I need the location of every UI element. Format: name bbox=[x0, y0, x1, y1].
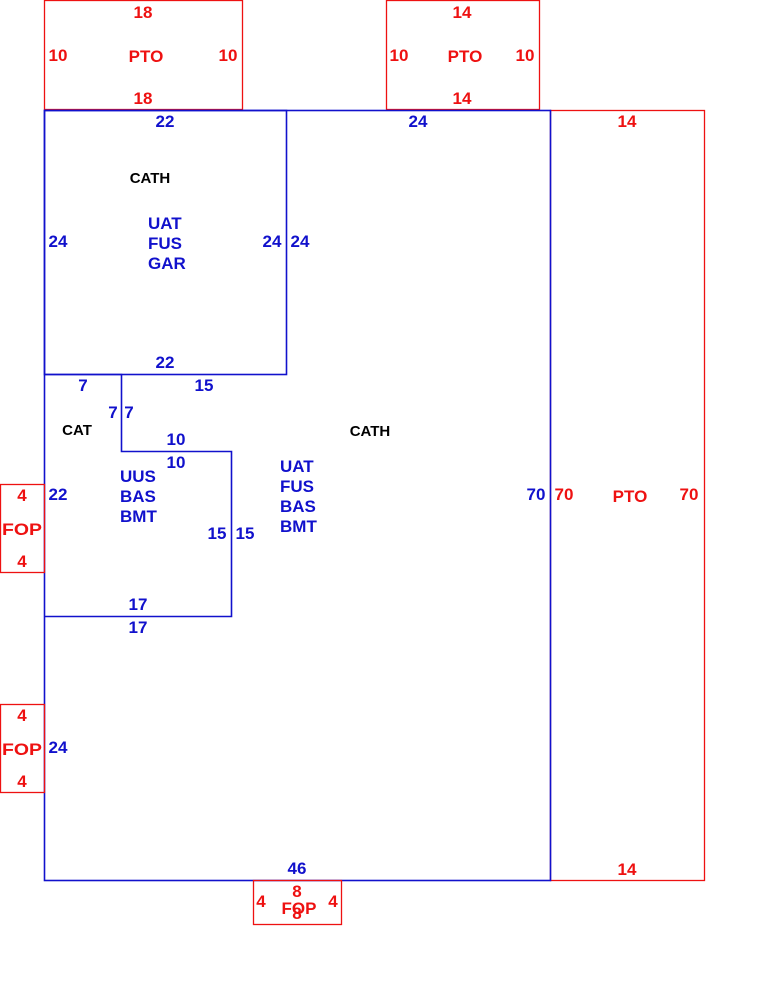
basement-outline bbox=[44, 373, 233, 618]
main-left-lower-dim: 24 bbox=[49, 738, 68, 757]
main-notch-right-dim: 15 bbox=[236, 524, 255, 543]
basement-top-dim: 7 bbox=[78, 376, 87, 395]
porch-front-left-dim: 4 bbox=[256, 892, 266, 911]
main-garage-side-dim: 24 bbox=[291, 232, 310, 251]
patio-top-left: 18 10 PTO 10 18 bbox=[43, 0, 244, 111]
patio-top-right-top-dim: 14 bbox=[453, 3, 472, 22]
patio-top-left-right-dim: 10 bbox=[219, 46, 238, 65]
porch-front: 8 4 FOP 4 8 bbox=[252, 879, 343, 926]
main-notch-bottom-dim: 17 bbox=[129, 618, 148, 637]
main-code-1: UAT bbox=[280, 457, 314, 476]
basement-right-upper-dim: 7 bbox=[108, 403, 117, 422]
porch-lower-bottom-dim: 4 bbox=[17, 772, 27, 791]
main-code-2: FUS bbox=[280, 477, 314, 496]
porch-front-top-dim: 8 bbox=[292, 882, 301, 901]
patio-east-top-dim: 14 bbox=[618, 112, 637, 131]
porch-lower: 4 FOP 4 bbox=[0, 703, 46, 794]
main-caption: CATH bbox=[350, 423, 391, 440]
patio-top-right-label: PTO bbox=[448, 47, 483, 66]
basement-code-2: BAS bbox=[120, 487, 156, 506]
patio-east-right-dim: 70 bbox=[680, 485, 699, 504]
garage-outline bbox=[43, 109, 288, 376]
porch-upper: 4 FOP 4 bbox=[0, 483, 46, 574]
garage-code-1: UAT bbox=[148, 214, 182, 233]
garage-right-dim: 24 bbox=[263, 232, 282, 251]
garage: 22 CATH UAT FUS GAR 24 24 24 22 bbox=[43, 109, 310, 376]
patio-top-right-outline bbox=[385, 0, 541, 111]
garage-bottom-dim: 22 bbox=[156, 353, 175, 372]
porch-upper-top-dim: 4 bbox=[17, 486, 27, 505]
patio-east: 14 70 PTO 70 14 bbox=[549, 109, 706, 882]
patio-top-right-left-dim: 10 bbox=[390, 46, 409, 65]
patio-east-label: PTO bbox=[613, 487, 648, 506]
patio-top-left-outline bbox=[43, 0, 244, 111]
main-top-dim: 24 bbox=[409, 112, 428, 131]
basement-left-dim: 22 bbox=[49, 485, 68, 504]
porch-upper-outline bbox=[0, 483, 46, 574]
patio-top-right-bottom-dim: 14 bbox=[453, 89, 472, 108]
main-notch-step-dim: 10 bbox=[167, 430, 186, 449]
garage-code-2: FUS bbox=[148, 234, 182, 253]
basement-code-3: BMT bbox=[120, 507, 157, 526]
garage-caption: CATH bbox=[130, 170, 171, 187]
basement: 7 7 CAT 10 UUS BAS BMT 22 15 17 bbox=[44, 373, 233, 618]
basement-code-1: UUS bbox=[120, 467, 156, 486]
porch-upper-label: FOP bbox=[2, 520, 42, 539]
main-right-dim: 70 bbox=[527, 485, 546, 504]
main-notch-top-dim: 15 bbox=[195, 376, 214, 395]
porch-front-right-dim: 4 bbox=[328, 892, 338, 911]
basement-step-dim: 10 bbox=[167, 453, 186, 472]
main-bottom-dim: 46 bbox=[288, 859, 307, 878]
main-code-4: BMT bbox=[280, 517, 317, 536]
basement-bottom-dim: 17 bbox=[129, 595, 148, 614]
porch-front-outline bbox=[252, 879, 343, 926]
porch-upper-bottom-dim: 4 bbox=[17, 552, 27, 571]
basement-caption: CAT bbox=[62, 422, 92, 439]
main-code-3: BAS bbox=[280, 497, 316, 516]
patio-top-left-left-dim: 10 bbox=[49, 46, 68, 65]
patio-top-left-label: PTO bbox=[129, 47, 164, 66]
patio-top-right: 14 10 PTO 10 14 bbox=[385, 0, 541, 111]
porch-lower-top-dim: 4 bbox=[17, 706, 27, 725]
patio-east-bottom-dim: 14 bbox=[618, 860, 637, 879]
patio-east-left-dim: 70 bbox=[555, 485, 574, 504]
garage-code-3: GAR bbox=[148, 254, 186, 273]
porch-front-bottom-dim: 8 bbox=[292, 904, 301, 923]
garage-top-dim: 22 bbox=[156, 112, 175, 131]
patio-top-right-right-dim: 10 bbox=[516, 46, 535, 65]
basement-right-lower-dim: 15 bbox=[208, 524, 227, 543]
patio-top-left-bottom-dim: 18 bbox=[134, 89, 153, 108]
porch-lower-outline bbox=[0, 703, 46, 794]
main-notch-left-dim: 7 bbox=[124, 403, 133, 422]
patio-top-left-top-dim: 18 bbox=[134, 3, 153, 22]
garage-left-dim: 24 bbox=[49, 232, 68, 251]
porch-lower-label: FOP bbox=[2, 740, 42, 759]
porch-front-label: FOP bbox=[282, 899, 317, 918]
